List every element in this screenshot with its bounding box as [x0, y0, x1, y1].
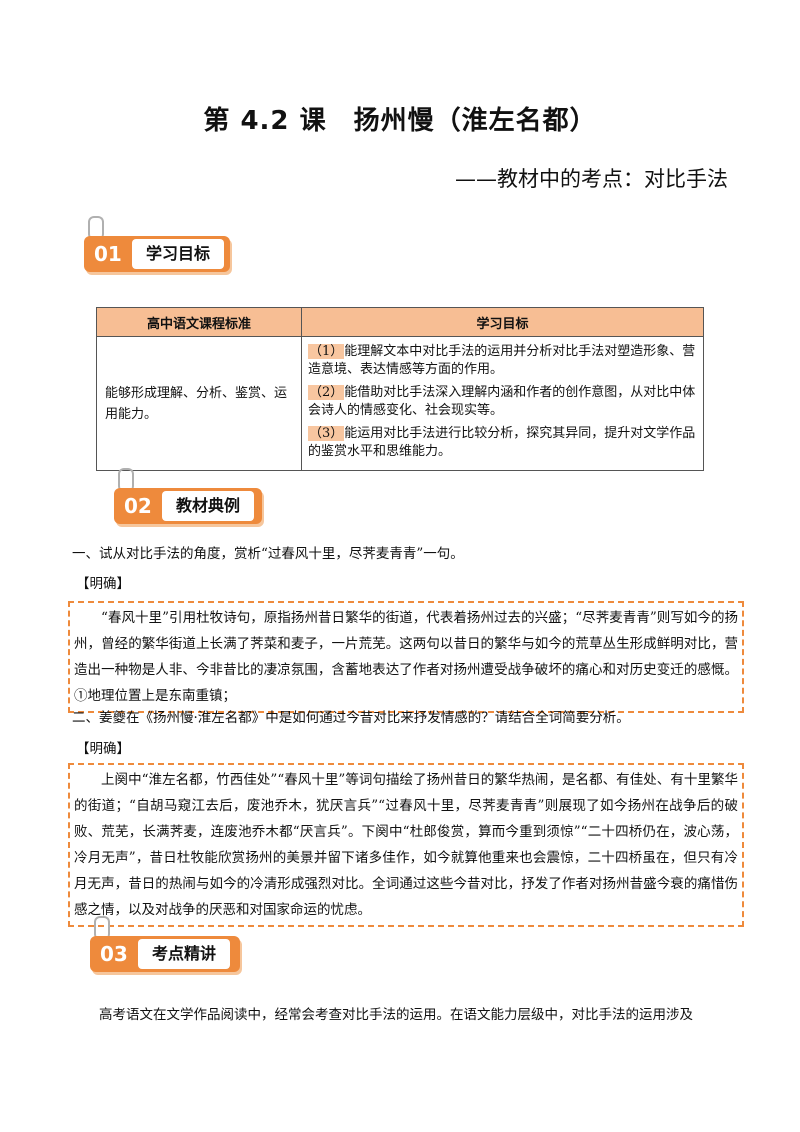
body-paragraph: 高考语文在文学作品阅读中，经常会考查对比手法的运用。在语文能力层级中，对比手法的… [99, 1007, 693, 1023]
page-subtitle: ——教材中的考点：对比手法 [455, 167, 728, 191]
answer-tag: 【明确】 [76, 576, 130, 592]
page-title: 第 4.2 课 扬州慢（淮左名都） [203, 106, 597, 136]
goal-item: （2）能借助对比手法深入理解内涵和作者的创作意图，从对比中体会诗人的情感变化、社… [308, 384, 697, 420]
section-number: 02 [124, 494, 152, 518]
paperclip-icon [118, 468, 134, 492]
answer-tag: 【明确】 [76, 741, 130, 757]
paperclip-icon [94, 916, 110, 940]
section-badge-02: 02 教材典例 [114, 468, 264, 528]
section-number: 03 [100, 942, 128, 966]
goal-marker: （3） [308, 426, 345, 441]
section-number: 01 [94, 242, 122, 266]
table-row: 能够形成理解、分析、鉴赏、运用能力。 （1）能理解文本中对比手法的运用并分析对比… [96, 336, 704, 471]
goal-text: 能借助对比手法深入理解内涵和作者的创作意图，从对比中体会诗人的情感变化、社会现实… [308, 385, 696, 418]
section-label: 教材典例 [162, 491, 255, 521]
section-label: 学习目标 [132, 239, 225, 269]
goal-marker: （1） [308, 344, 345, 359]
goal-item: （1）能理解文本中对比手法的运用并分析对比手法对塑造形象、营造意境、表达情感等方… [308, 343, 697, 379]
goals-cell: （1）能理解文本中对比手法的运用并分析对比手法对塑造形象、营造意境、表达情感等方… [301, 336, 704, 471]
goal-item: （3）能运用对比手法进行比较分析，探究其异同，提升对文学作品的鉴赏水平和思维能力… [308, 425, 697, 461]
goal-marker: （2） [308, 385, 345, 400]
section-badge-01: 01 学习目标 [84, 216, 232, 276]
goal-text: 能运用对比手法进行比较分析，探究其异同，提升对文学作品的鉴赏水平和思维能力。 [308, 426, 696, 459]
answer-box-1: “春风十里”引用杜牧诗句，原指扬州昔日繁华的街道，代表着扬州过去的兴盛；“尽荠麦… [68, 601, 744, 713]
table-header: 高中语文课程标准 [96, 307, 302, 337]
answer-box-2: 上阕中“淮左名都，竹西佳处”“春风十里”等词句描绘了扬州昔日的繁华热闹，是名都、… [68, 763, 744, 927]
question-2: 二、姜夔在《扬州慢·淮左名都》中是如何通过今昔对比来抒发情感的？请结合全词简要分… [72, 710, 630, 726]
standard-cell: 能够形成理解、分析、鉴赏、运用能力。 [96, 336, 302, 471]
section-label: 考点精讲 [138, 939, 231, 969]
table-header-row: 高中语文课程标准 学习目标 [96, 307, 704, 337]
paperclip-icon [88, 216, 104, 240]
table-header: 学习目标 [301, 307, 704, 337]
section-badge-03: 03 考点精讲 [90, 916, 242, 976]
question-1: 一、试从对比手法的角度，赏析“过春风十里，尽荠麦青青”一句。 [72, 546, 464, 562]
goal-text: 能理解文本中对比手法的运用并分析对比手法对塑造形象、营造意境、表达情感等方面的作… [308, 344, 696, 377]
standards-table: 高中语文课程标准 学习目标 能够形成理解、分析、鉴赏、运用能力。 （1）能理解文… [96, 307, 704, 471]
